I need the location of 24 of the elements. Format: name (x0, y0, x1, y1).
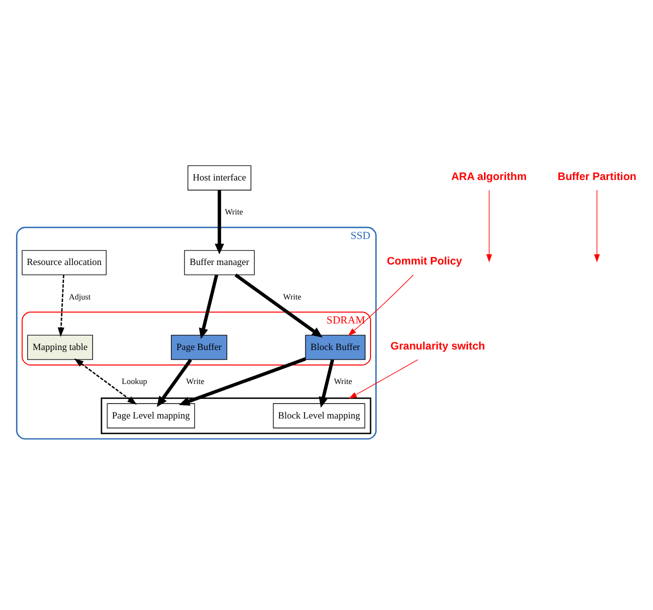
node-text: Buffer Partition (558, 170, 636, 183)
node-text: Commit Policy (386, 256, 462, 268)
node-box: Page Level mapping (106, 403, 195, 428)
node-box: Block Buffer (305, 334, 366, 360)
arrow (348, 274, 414, 336)
node-box: Block Level mapping (272, 403, 366, 428)
arrow (486, 190, 492, 262)
arrow (58, 274, 64, 337)
node-box: Host interface (188, 165, 252, 190)
arrow (74, 358, 137, 405)
node-box: Mapping table (27, 334, 93, 360)
node-box: Buffer manager (184, 250, 255, 276)
arrow (234, 274, 323, 338)
node-box: Resource allocation (22, 250, 107, 276)
arrow (178, 357, 306, 406)
arrow (318, 359, 334, 408)
arrow (214, 190, 224, 254)
node-text: ARA algorithm (451, 170, 527, 183)
node-text: Granularity switch (390, 340, 486, 352)
arrow (156, 358, 192, 408)
arrow (348, 359, 418, 399)
node-box: Page Buffer (170, 334, 228, 360)
arrow (198, 274, 218, 340)
arrow (594, 190, 600, 262)
